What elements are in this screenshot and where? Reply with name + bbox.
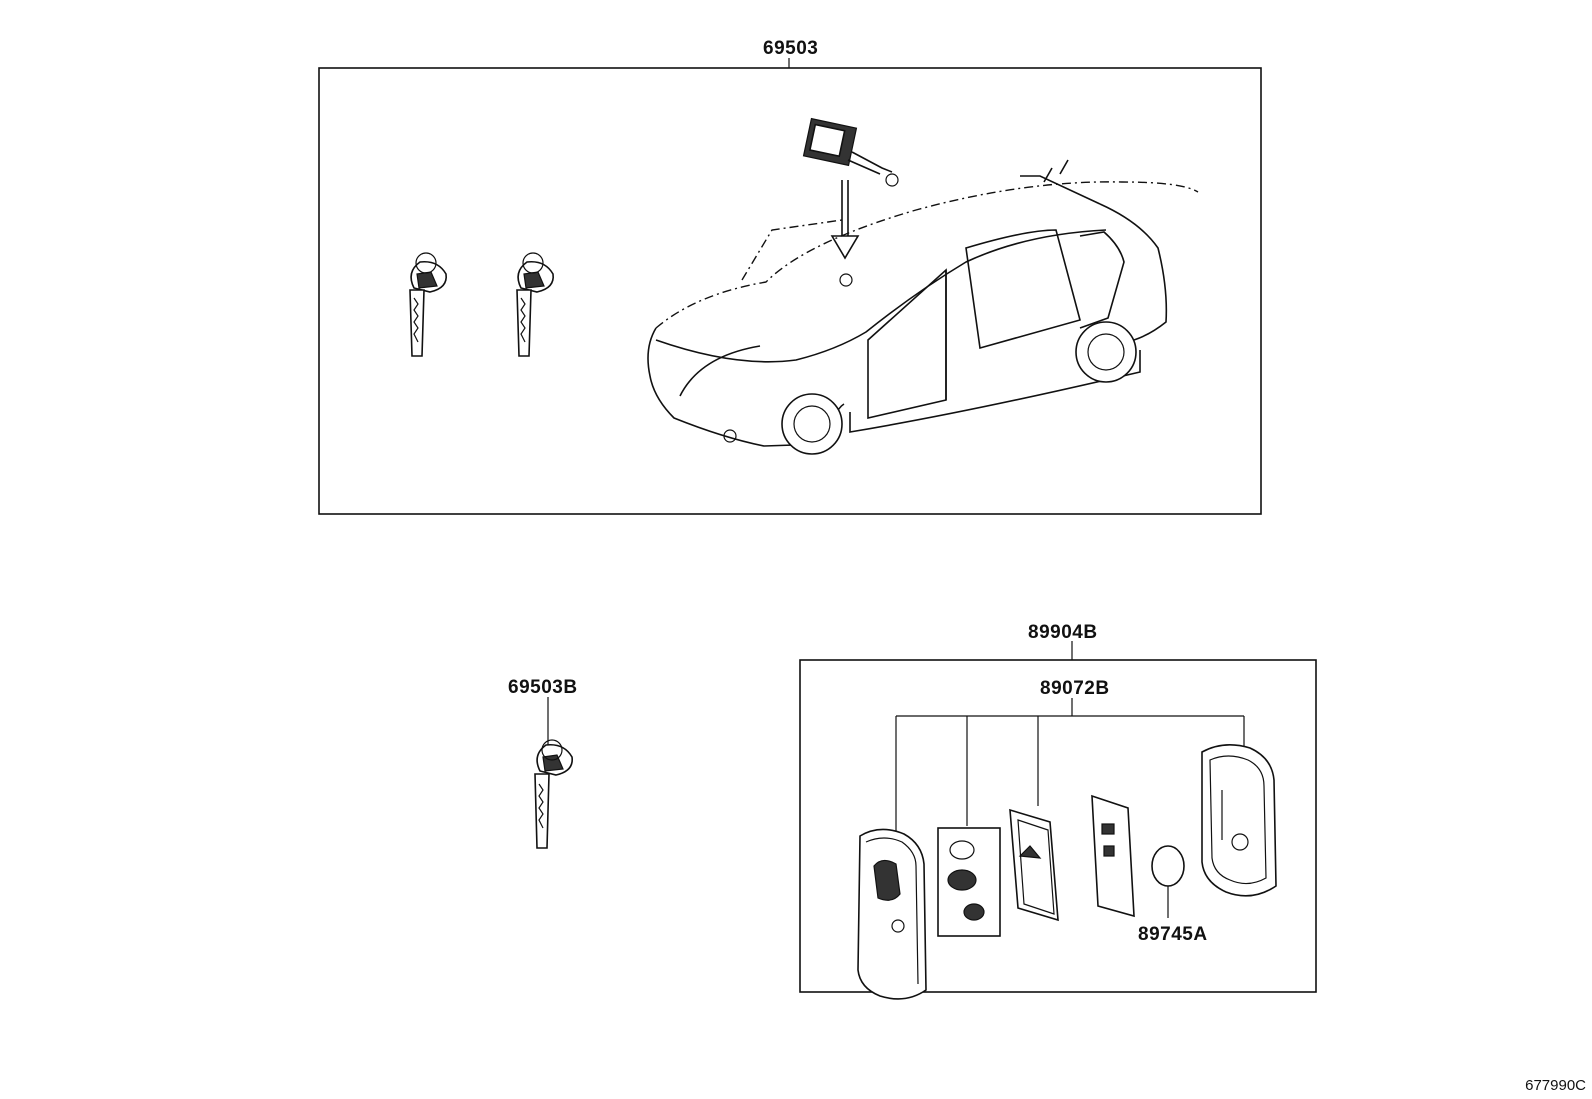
- label-69503b: 69503B: [508, 677, 578, 698]
- leader-89072b: [895, 698, 1245, 834]
- battery-89745a: [1151, 845, 1185, 918]
- key-2: [516, 252, 554, 357]
- location-arrow: [830, 180, 860, 287]
- inner-module: [1091, 794, 1135, 918]
- vehicle-outline: [647, 159, 1199, 455]
- label-89072b: 89072B: [1040, 678, 1110, 699]
- group-box-69503: [318, 67, 1262, 515]
- key-1: [409, 252, 447, 357]
- label-69503: 69503: [763, 38, 818, 59]
- label-89745a: 89745A: [1138, 924, 1208, 945]
- key-blank-69503b: [534, 739, 573, 849]
- transmitter-front-cover: [857, 828, 927, 1000]
- button-sheet: [937, 827, 1001, 937]
- circuit-board: [1009, 808, 1059, 922]
- reference-code: 677990C: [1525, 1077, 1586, 1094]
- label-89904b: 89904B: [1028, 622, 1098, 643]
- ignition-cylinder: [802, 117, 899, 187]
- group-box-89904b: [799, 659, 1317, 993]
- transmitter-back-cover: [1201, 744, 1277, 897]
